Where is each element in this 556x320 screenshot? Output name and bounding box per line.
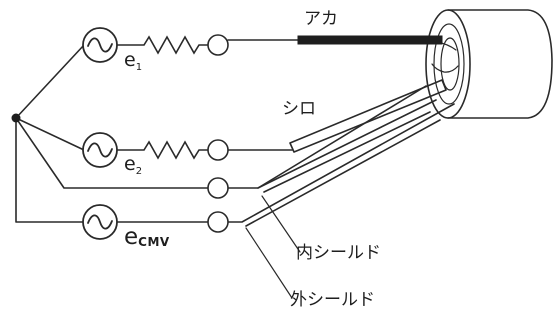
wire-node-to-ecmv — [15, 117, 85, 223]
inner-shield-label: 内シールド — [296, 243, 381, 263]
terminal-icon — [207, 211, 229, 233]
outer-shield-label: 外シールド — [290, 290, 375, 310]
terminal-icon — [207, 139, 229, 161]
terminals — [207, 34, 229, 233]
source-ecmv — [82, 204, 118, 240]
red-wire-label: アカ — [304, 9, 338, 29]
inner-shield-leader — [261, 195, 301, 253]
outer-shield-leader — [245, 227, 293, 299]
cable-end-icon — [425, 9, 553, 119]
source-label-e1: e1 — [124, 49, 142, 73]
source-label-ecmv: eCMV — [124, 224, 170, 250]
wire-node-to-e1 — [15, 44, 85, 119]
wire-node-to-e2 — [15, 117, 85, 151]
source-e2 — [82, 132, 118, 168]
white-wire-conductor — [289, 79, 447, 153]
white-wire-label: シロ — [282, 99, 316, 119]
red-wire-conductor — [297, 35, 443, 45]
outer-shield-conductor — [227, 103, 455, 223]
common-node — [11, 113, 21, 123]
wiring — [15, 35, 455, 299]
terminal-icon — [207, 177, 229, 199]
resistor-icon — [143, 140, 200, 160]
wire-node-to-inner — [15, 117, 211, 189]
source-label-e2: e2 — [124, 153, 142, 177]
terminal-icon — [207, 34, 229, 56]
resistor-icon — [143, 35, 200, 55]
source-e1 — [82, 27, 118, 63]
